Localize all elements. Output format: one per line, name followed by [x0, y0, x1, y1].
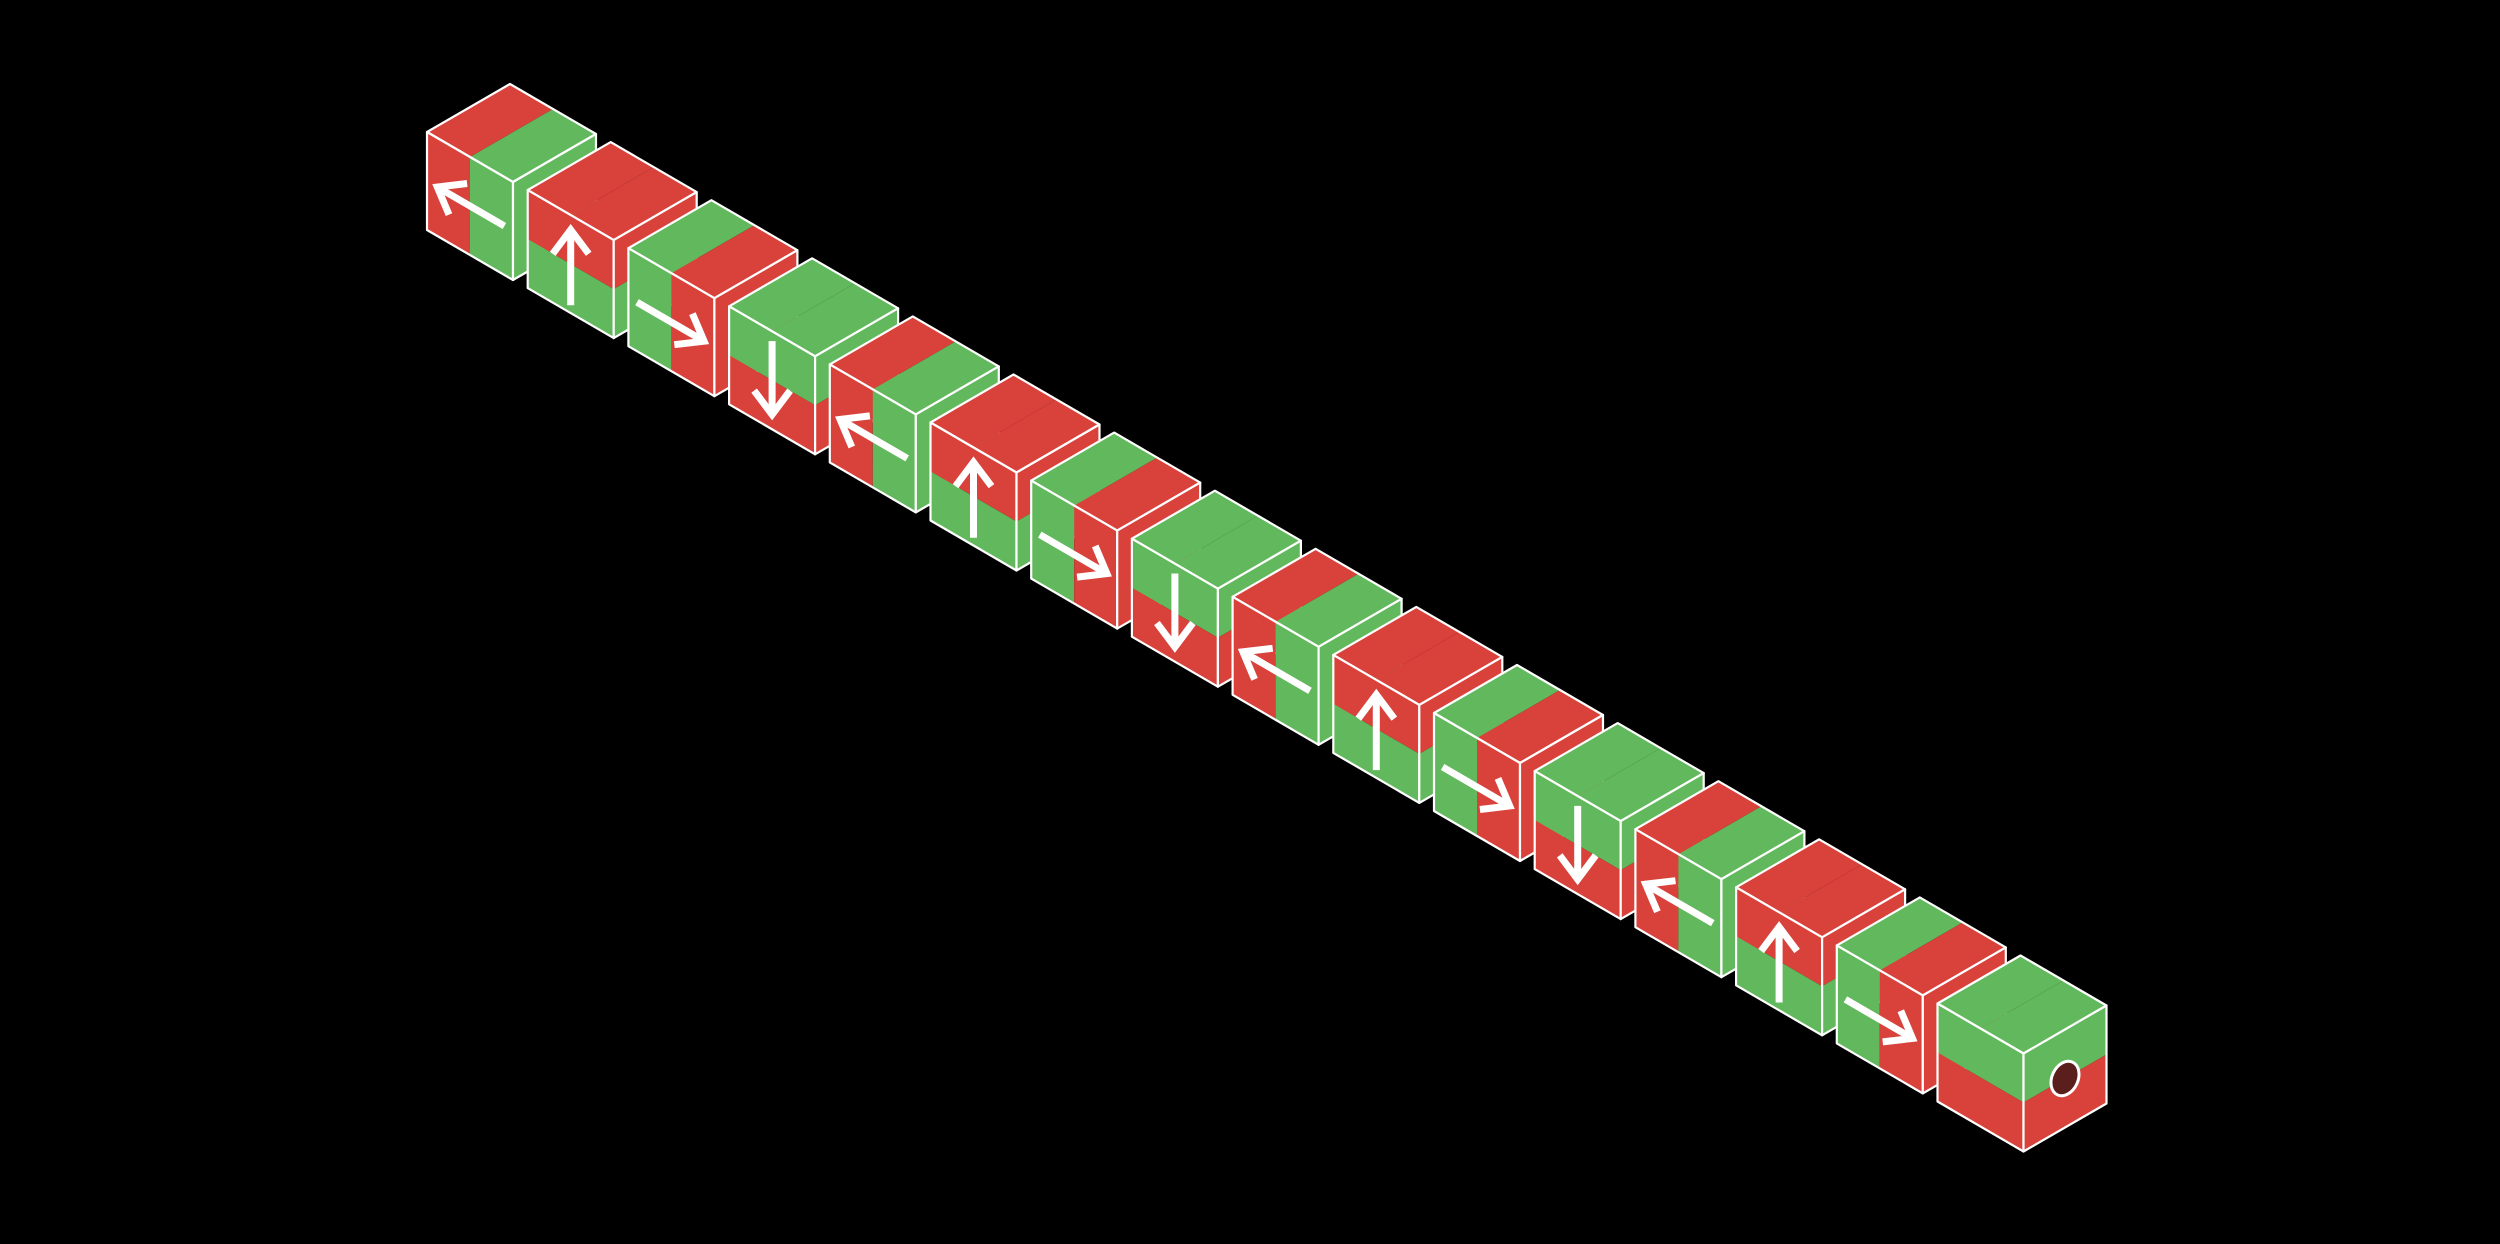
cube-top-face-part-a	[729, 258, 856, 332]
up-arrow-icon	[549, 223, 592, 306]
cube-top-face-part-a	[1232, 548, 1359, 622]
cube-right-face-part-a	[2023, 1005, 2107, 1103]
left-arrow-icon	[1237, 644, 1312, 694]
cube-right-face-edge	[2022, 1004, 2108, 1153]
cube-left-face-part-a	[1937, 1003, 2024, 1103]
up-arrow-icon	[952, 456, 995, 538]
down-arrow-icon	[1154, 573, 1196, 653]
cube-left-face-part-b	[1937, 1052, 2024, 1152]
cube-top-face-part-b	[1477, 690, 1603, 763]
cube-top-face-part-a	[829, 316, 956, 390]
cube-top-face-part-b	[1879, 922, 2006, 996]
cube-16	[1936, 954, 2108, 1153]
cube-top-face-part-b	[872, 341, 999, 415]
cube-top-face-part-a	[1434, 665, 1560, 738]
left-arrow-icon	[835, 412, 909, 462]
cube-top-face-part-b	[1980, 980, 2107, 1054]
ring-icon	[2049, 1059, 2081, 1098]
left-arrow-icon	[432, 180, 507, 230]
up-arrow-icon	[1355, 688, 1398, 771]
cube-top-face-part-a	[1937, 955, 2064, 1029]
cube-top-face-part-b	[1577, 748, 1704, 822]
cube-top-face-part-b	[1678, 806, 1805, 880]
right-arrow-icon	[1038, 531, 1112, 581]
right-arrow-icon	[1440, 763, 1515, 813]
cube-top-face-part-b	[570, 167, 697, 241]
cube-top-face-part-a	[1635, 781, 1762, 855]
cube-top-face-part-a	[427, 84, 553, 157]
cube-top-face-part-b	[1779, 864, 1906, 938]
cube-top-face-part-a	[1534, 723, 1661, 797]
cube-top-face-part-b	[1275, 573, 1402, 647]
cube-top-face-part-a	[930, 374, 1057, 448]
cube-top-face-part-a	[1736, 839, 1863, 913]
right-arrow-icon	[1843, 996, 1918, 1046]
up-arrow-icon	[1758, 921, 1800, 1003]
down-arrow-icon	[751, 341, 793, 421]
cube-top-face-part-a	[1031, 432, 1158, 506]
cube-top-face-part-b	[671, 225, 798, 299]
cube-top-face-part-b	[973, 399, 1100, 473]
cube-top-face-part-a	[1131, 490, 1258, 564]
cube-top-face-part-a	[527, 142, 654, 216]
cube-top-face-part-a	[1836, 897, 1963, 971]
cube-top-face-part-b	[1376, 631, 1503, 705]
cube-top-face-part-b	[470, 109, 596, 182]
left-arrow-icon	[1640, 877, 1715, 927]
cube-top-face-part-b	[1074, 457, 1201, 531]
cube-top-face-part-a	[1333, 606, 1460, 680]
cube-top-face-part-a	[628, 200, 755, 274]
cube-top-face-part-b	[1174, 515, 1301, 589]
down-arrow-icon	[1556, 805, 1599, 886]
cube-right-face-part-b	[2023, 1054, 2107, 1152]
cube-top-face-part-b	[772, 283, 899, 357]
right-arrow-icon	[635, 299, 710, 349]
